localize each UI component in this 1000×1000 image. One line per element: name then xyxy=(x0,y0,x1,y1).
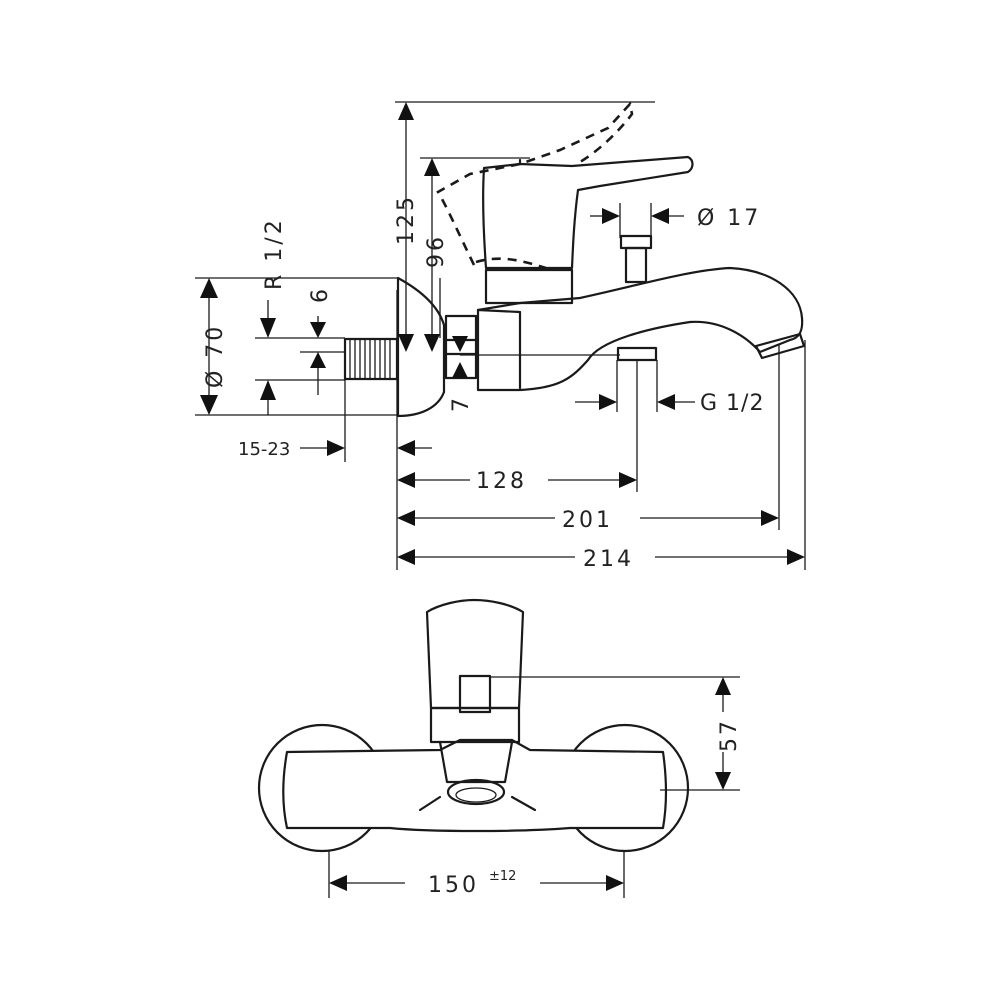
front-spout xyxy=(438,740,514,784)
dim-96: 96 xyxy=(424,234,449,268)
dim-r-half: R 1/2 xyxy=(262,217,287,290)
dimension-arrows xyxy=(200,102,805,891)
cartridge-housing xyxy=(484,268,574,305)
diverter-knob xyxy=(619,234,653,250)
front-handle-base xyxy=(429,706,521,744)
threaded-connector xyxy=(343,337,399,381)
front-diverter xyxy=(458,674,492,714)
dim-125: 125 xyxy=(394,194,419,245)
aerator xyxy=(754,332,806,360)
diverter-stem xyxy=(624,246,648,284)
dim-diam-17: Ø 17 xyxy=(697,206,761,231)
dim-150-tolerance: ±12 xyxy=(489,869,516,884)
dim-6: 6 xyxy=(308,286,333,303)
dim-diam-70: Ø 70 xyxy=(203,324,228,388)
front-handle xyxy=(425,598,525,710)
dim-214: 214 xyxy=(583,547,634,572)
front-aerator xyxy=(446,778,506,806)
dim-15-23: 15-23 xyxy=(238,439,290,460)
dim-201: 201 xyxy=(562,508,613,533)
lever-handle xyxy=(482,155,694,270)
side-view xyxy=(195,101,806,570)
wall-rosette xyxy=(396,276,446,418)
hose-outlet xyxy=(616,346,658,362)
mixer-body-spout xyxy=(476,266,804,392)
dim-g-half: G 1/2 xyxy=(700,391,764,416)
dim-7: 7 xyxy=(449,395,474,412)
front-view xyxy=(257,598,740,898)
dim-57: 57 xyxy=(717,718,742,752)
thread-lines xyxy=(349,340,391,378)
dim-128: 128 xyxy=(476,469,527,494)
front-body xyxy=(282,738,668,833)
lever-raised-outline xyxy=(436,101,634,266)
dim-150: 150 xyxy=(428,873,479,898)
